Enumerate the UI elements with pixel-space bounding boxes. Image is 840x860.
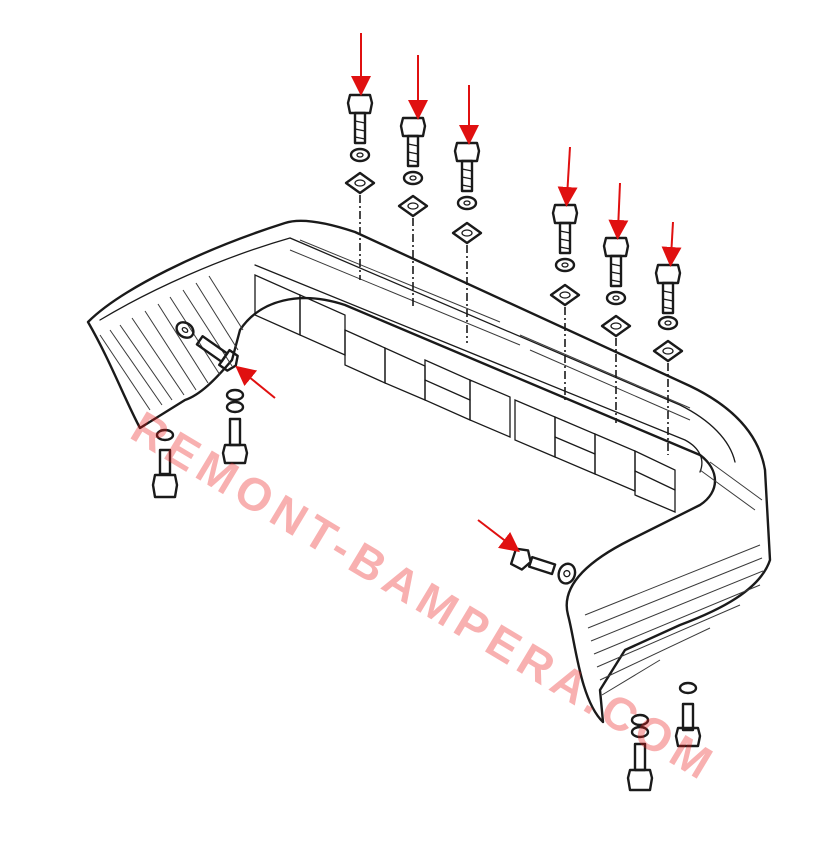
arrow-top-bolt-6 (661, 221, 682, 267)
rear-bumper (86, 219, 772, 724)
top-bolt-1[interactable] (344, 93, 376, 280)
left-end-hatching (99, 275, 244, 411)
left-side-bolt[interactable] (172, 317, 240, 372)
top-bolt-2[interactable] (397, 116, 429, 308)
bumper-outline (86, 219, 772, 724)
arrow-right-side-bolt (477, 519, 520, 553)
bottom-bolt-right-2[interactable] (674, 681, 702, 748)
top-bolt-6[interactable] (652, 263, 684, 455)
bumper-inner-lip (254, 264, 703, 473)
bumper-upper-ridge (99, 237, 736, 463)
reinforcement-ribs (254, 273, 676, 513)
right-end-hatching (584, 461, 764, 696)
top-bolt-group (344, 93, 684, 455)
arrow-top-bolt-4 (557, 146, 578, 207)
top-surface-hatching (289, 239, 691, 421)
bottom-bolt-left-1[interactable] (151, 428, 179, 499)
top-bolt-4[interactable] (549, 203, 581, 400)
pointer-arrows (235, 33, 682, 553)
bottom-bolt-left-2[interactable] (221, 388, 249, 465)
arrow-left-side-bolt (235, 365, 276, 399)
arrow-top-bolt-5 (608, 182, 629, 240)
bottom-bolt-right-1[interactable] (626, 713, 654, 792)
top-bolt-5[interactable] (600, 236, 632, 423)
right-side-bolt[interactable] (509, 547, 577, 586)
